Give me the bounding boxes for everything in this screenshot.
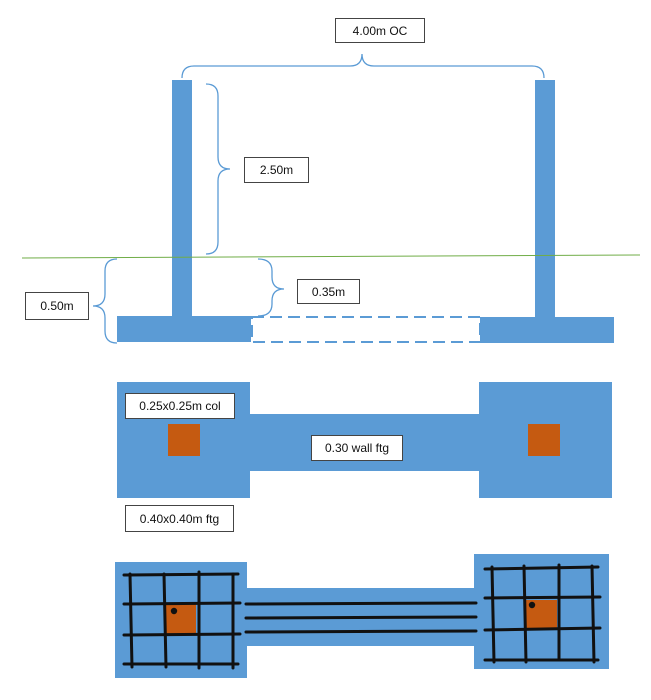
left-plan-column [168, 424, 200, 456]
left-column-marker [170, 607, 178, 615]
column-size-label: 0.25x0.25m col [125, 393, 235, 419]
spacing-brace [181, 53, 545, 79]
right-column [535, 80, 555, 320]
spacing-label: 4.00m OC [335, 18, 425, 43]
right-plan-column [528, 424, 560, 456]
wall-footing-depth-brace [257, 258, 285, 317]
embed-depth-label: 0.50m [25, 292, 89, 320]
left-rebar-column [166, 604, 196, 634]
embed-depth-brace [92, 258, 118, 344]
wall-footing-bars [244, 601, 478, 634]
left-footing [117, 316, 251, 342]
left-column [172, 80, 192, 320]
reinforcement-view [115, 554, 609, 678]
ground-line [21, 254, 641, 259]
left-rebar-grid [122, 570, 242, 670]
right-column-marker [528, 601, 536, 609]
footing-size-label: 0.40x0.40m ftg [125, 505, 234, 532]
column-height-label: 2.50m [244, 157, 309, 183]
wall-footing-outline [251, 316, 481, 343]
right-footing [480, 317, 614, 343]
right-rebar-grid [483, 563, 602, 664]
column-height-brace [205, 83, 231, 255]
wall-footing-label: 0.30 wall ftg [311, 435, 403, 461]
elevation-view [21, 53, 641, 344]
wall-footing-depth-label: 0.35m [297, 279, 360, 304]
